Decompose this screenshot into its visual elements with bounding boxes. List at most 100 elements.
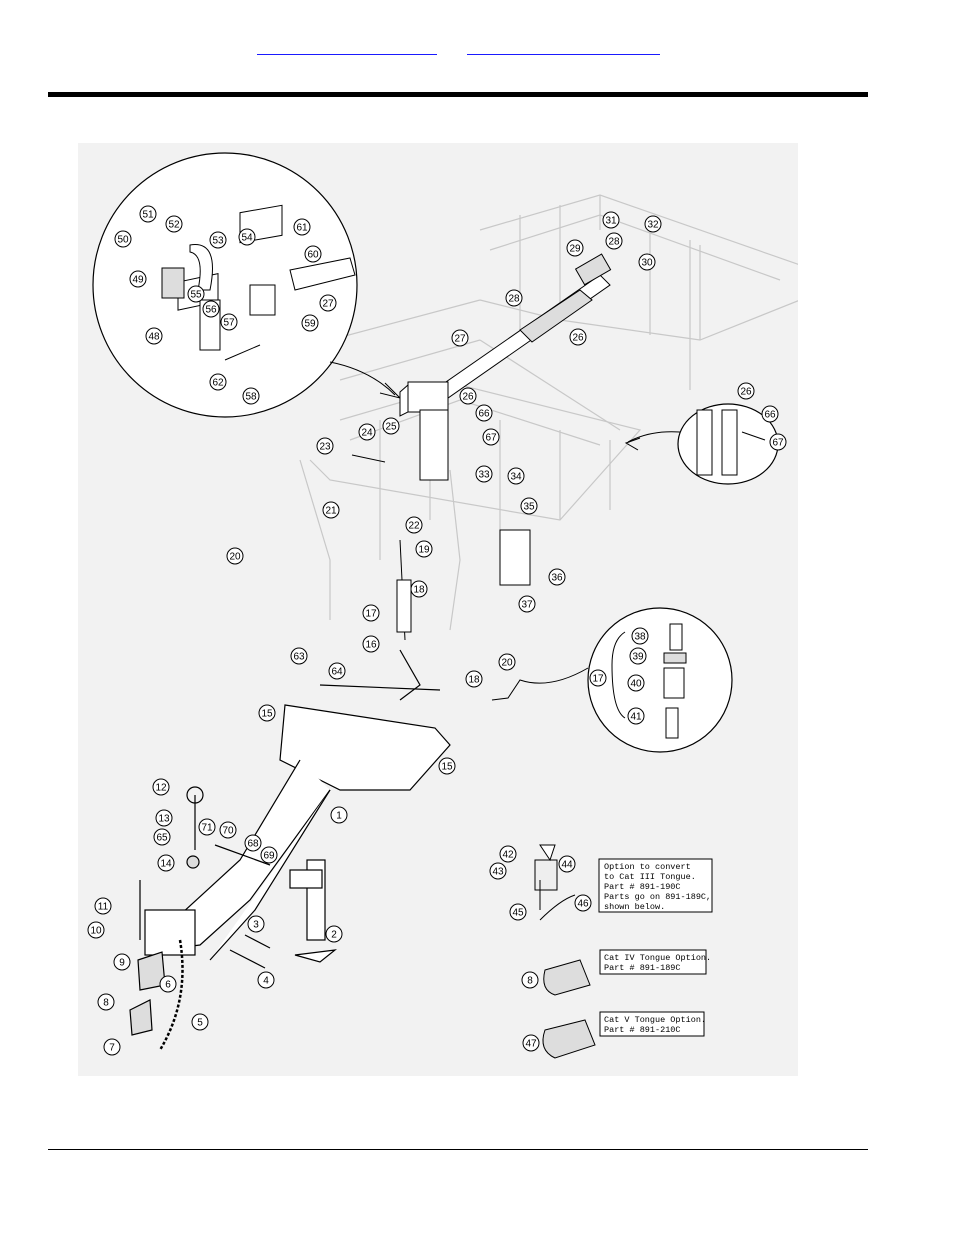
callout-label: 49 — [132, 275, 144, 286]
callout-53: 53 — [209, 231, 227, 249]
callout-26: 26 — [569, 328, 587, 346]
callout-label: 47 — [525, 1039, 537, 1050]
callout-label: 67 — [772, 438, 784, 449]
callout-circle — [319, 294, 337, 312]
callout-label: 62 — [212, 378, 224, 389]
callout-52: 52 — [165, 215, 183, 233]
callout-27: 27 — [319, 294, 337, 312]
callout-circle — [301, 314, 319, 332]
callout-circle — [602, 211, 620, 229]
callout-circle — [638, 253, 656, 271]
callout-label: 18 — [468, 675, 480, 686]
callout-label: 39 — [632, 652, 644, 663]
callout-circle — [382, 417, 400, 435]
callout-circle — [159, 975, 177, 993]
callout-33: 33 — [475, 465, 493, 483]
callout-label: 8 — [527, 976, 533, 987]
callout-7: 7 — [103, 1038, 121, 1056]
callout-label: 48 — [148, 332, 160, 343]
callout-label: 44 — [561, 860, 573, 871]
note-cat3-line4: Parts go on 891-189C, — [604, 892, 711, 902]
callout-circle — [605, 232, 623, 250]
callout-26: 26 — [459, 387, 477, 405]
callout-21: 21 — [322, 501, 340, 519]
callout-circle — [244, 834, 262, 852]
callout-label: 4 — [263, 976, 269, 987]
callout-4: 4 — [257, 971, 275, 989]
callout-label: 50 — [117, 235, 129, 246]
callout-64: 64 — [328, 662, 346, 680]
callout-45: 45 — [509, 903, 527, 921]
callout-circle — [226, 547, 244, 565]
callout-55: 55 — [187, 285, 205, 303]
callout-circle — [574, 894, 592, 912]
callout-circle — [325, 925, 343, 943]
nav-link-1[interactable] — [257, 44, 437, 55]
callout-label: 34 — [510, 472, 522, 483]
callout-label: 11 — [98, 902, 109, 913]
callout-label: 68 — [247, 839, 259, 850]
callout-54: 54 — [238, 228, 256, 246]
callout-circle — [451, 329, 469, 347]
callout-59: 59 — [301, 314, 319, 332]
note-cat3-line5: shown below. — [604, 902, 665, 912]
callout-71: 71 — [198, 818, 216, 836]
nav-link-2[interactable] — [467, 44, 660, 55]
callout-label: 61 — [296, 223, 308, 234]
callout-27: 27 — [451, 329, 469, 347]
callout-35: 35 — [520, 497, 538, 515]
callout-label: 15 — [441, 762, 453, 773]
callout-57: 57 — [220, 313, 238, 331]
callout-circle — [258, 704, 276, 722]
callout-circle — [328, 662, 346, 680]
callout-label: 14 — [160, 859, 172, 870]
callout-label: 30 — [641, 258, 653, 269]
callout-label: 15 — [261, 709, 273, 720]
callout-label: 41 — [630, 712, 642, 723]
callout-label: 27 — [454, 334, 466, 345]
callout-label: 26 — [462, 392, 474, 403]
callout-label: 56 — [205, 305, 217, 316]
callout-circle — [362, 604, 380, 622]
callout-47: 47 — [522, 1034, 540, 1052]
callout-circle — [589, 669, 607, 687]
callout-label: 66 — [764, 410, 776, 421]
callout-circle — [260, 846, 278, 864]
callout-22: 22 — [405, 516, 423, 534]
callout-circle — [498, 653, 516, 671]
callout-circle — [238, 228, 256, 246]
callout-circle — [114, 230, 132, 248]
callout-28: 28 — [505, 289, 523, 307]
callout-56: 56 — [202, 300, 220, 318]
callout-36: 36 — [548, 568, 566, 586]
callout-62: 62 — [209, 373, 227, 391]
callout-40: 40 — [627, 674, 645, 692]
callout-circle — [631, 627, 649, 645]
callout-circle — [629, 647, 647, 665]
callout-37: 37 — [518, 595, 536, 613]
callout-70: 70 — [219, 821, 237, 839]
callout-label: 20 — [501, 658, 513, 669]
callout-circle — [358, 423, 376, 441]
callout-circle — [627, 707, 645, 725]
callout-label: 36 — [551, 573, 563, 584]
callout-label: 23 — [319, 442, 331, 453]
callout-label: 70 — [222, 826, 234, 837]
callout-label: 26 — [572, 333, 584, 344]
callout-label: 3 — [253, 920, 259, 931]
callout-circle — [465, 670, 483, 688]
detail-bubble-cylinder — [491, 607, 733, 753]
callout-label: 32 — [647, 220, 659, 231]
note-cat3: Option to convert to Cat III Tongue. Par… — [598, 858, 713, 913]
callout-11: 11 — [94, 897, 112, 915]
callout-label: 28 — [608, 237, 620, 248]
callout-circle — [152, 778, 170, 796]
callout-8: 8 — [97, 993, 115, 1011]
note-cat3-line1: Option to convert — [604, 862, 691, 872]
callout-label: 1 — [336, 811, 342, 822]
callout-label: 10 — [90, 926, 102, 937]
callout-18: 18 — [410, 580, 428, 598]
callout-15: 15 — [258, 704, 276, 722]
callout-label: 9 — [119, 958, 125, 969]
